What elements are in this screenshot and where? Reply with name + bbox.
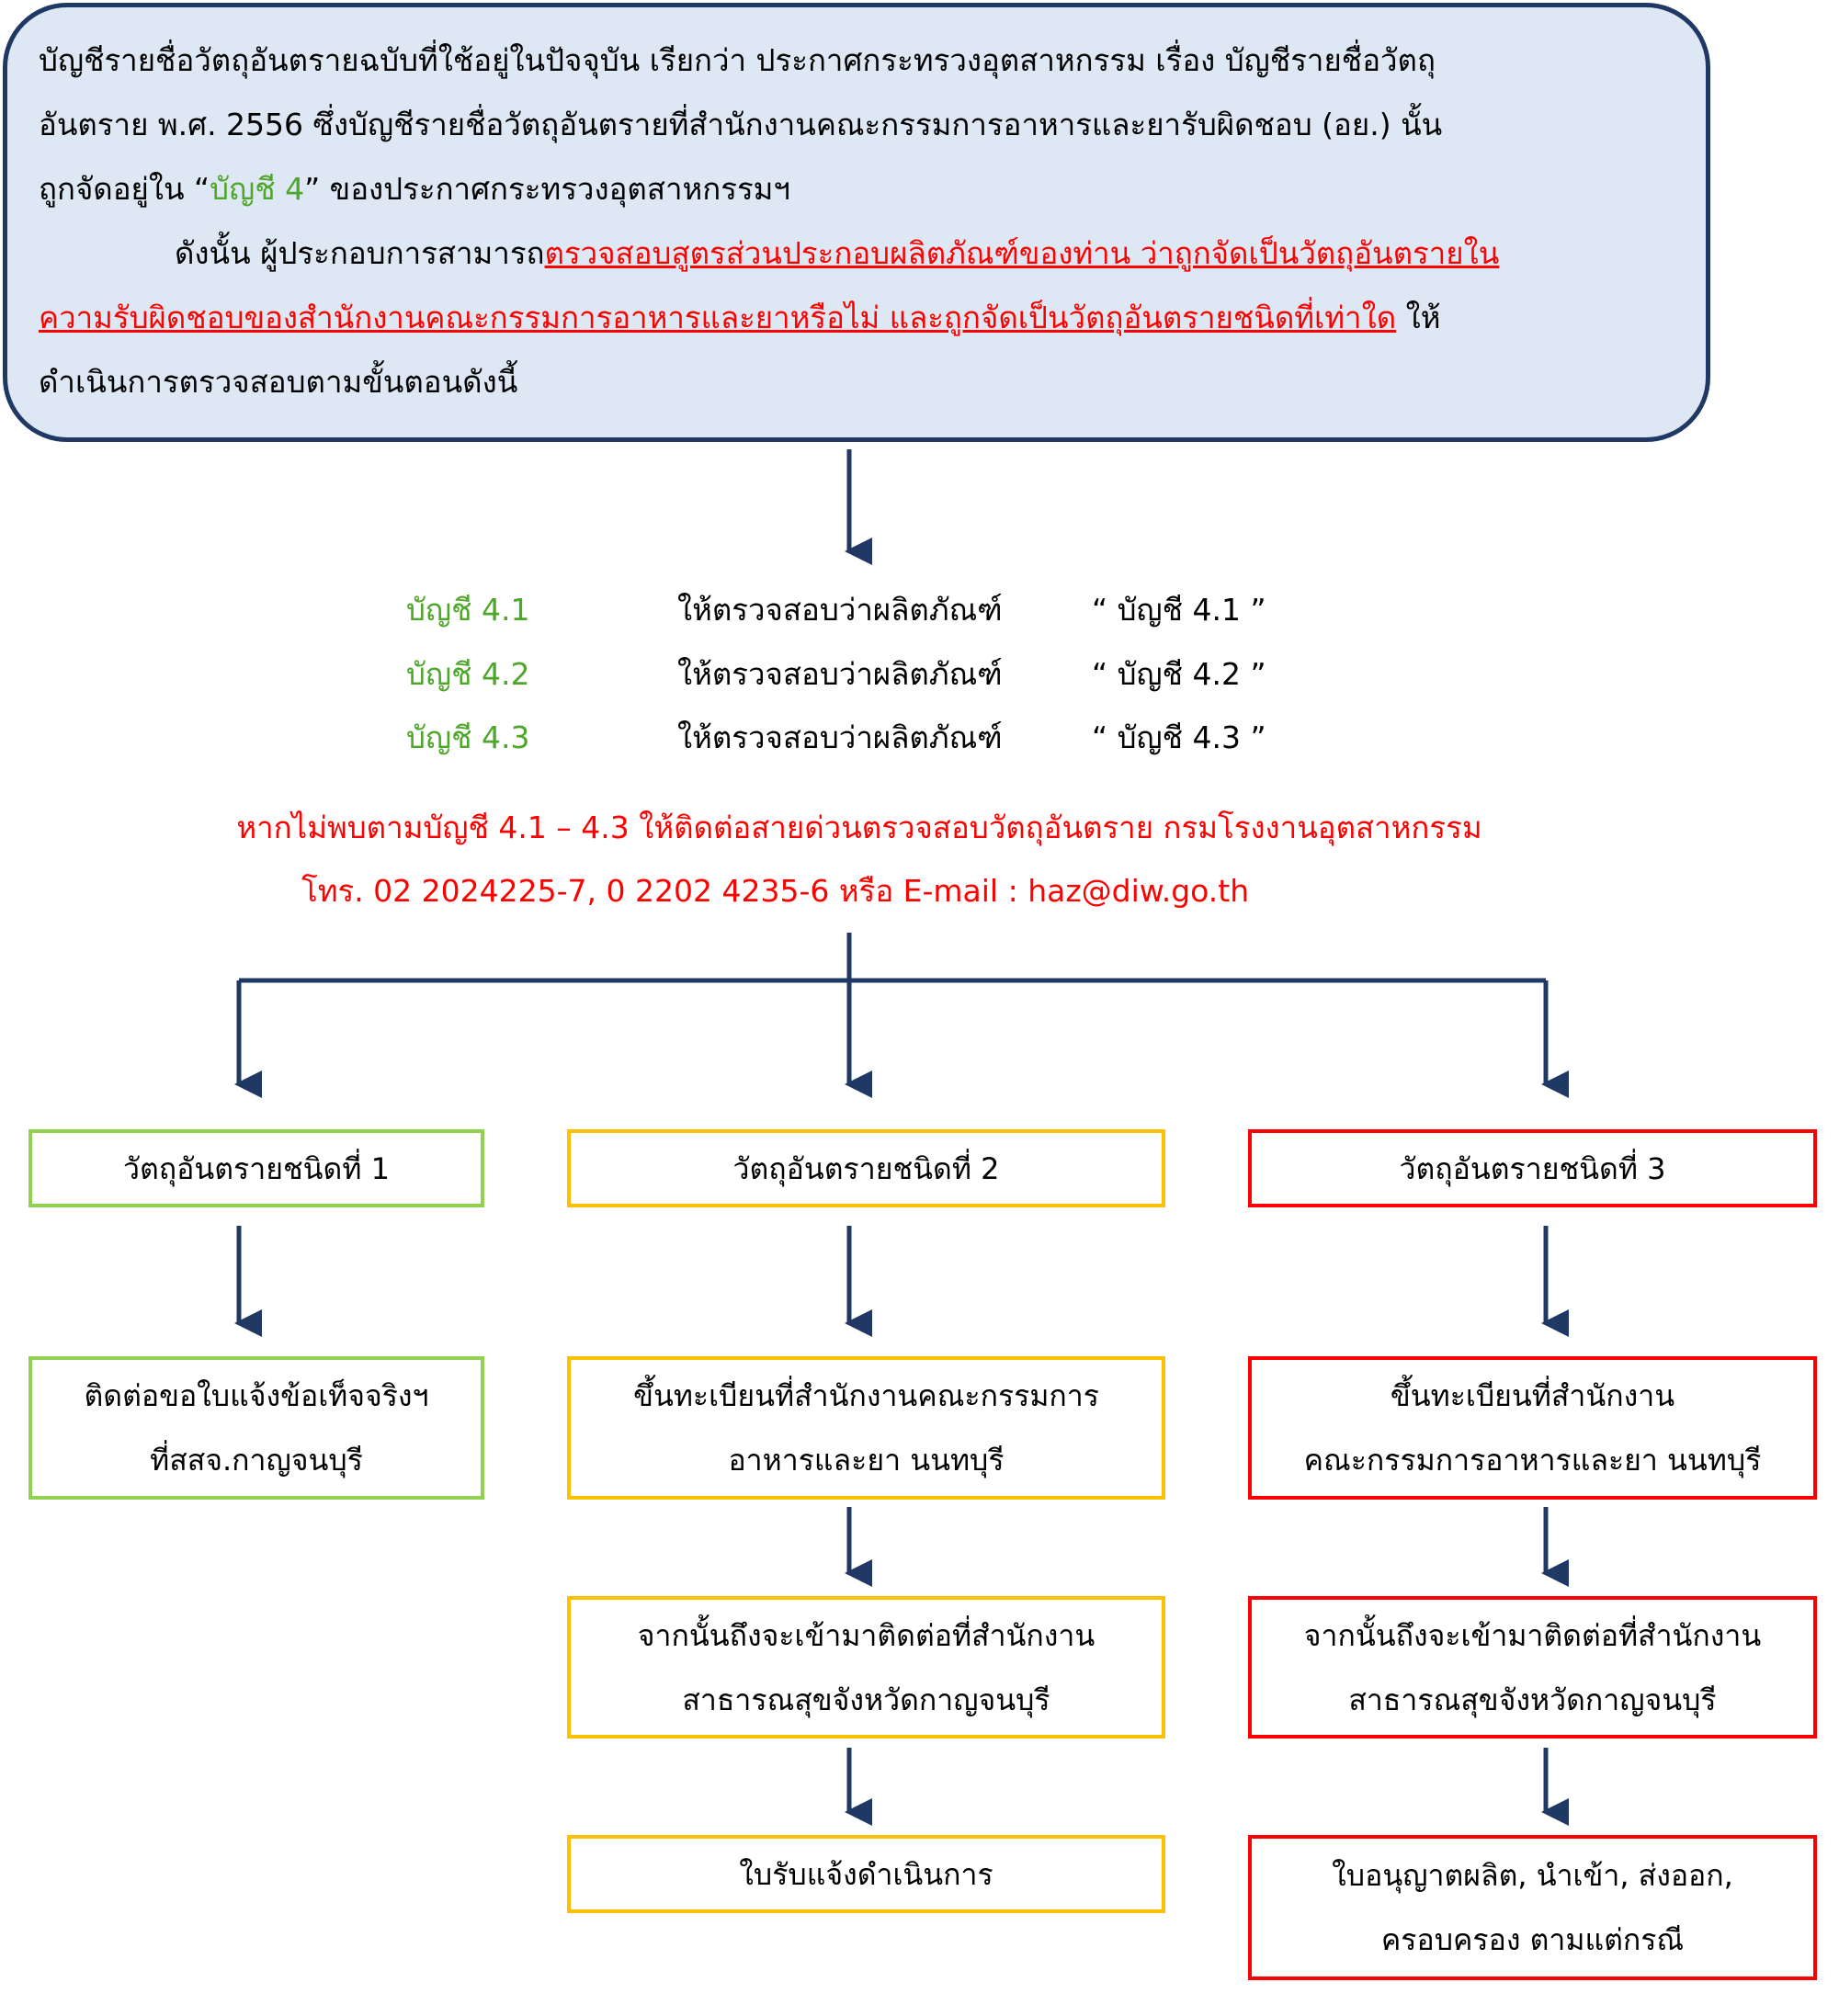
step-text: ครอบครอง ตามแต่กรณี	[1380, 1922, 1685, 1957]
step-text: ใบรับแจ้งดำเนินการ	[739, 1856, 993, 1892]
list-action: ให้ตรวจสอบว่าผลิตภัณฑ์	[677, 656, 1003, 692]
list-name: บัญชี 4.3	[406, 719, 530, 755]
type3-step3-box: ใบอนุญาตผลิต, นำเข้า, ส่งออก, ครอบครอง ตา…	[1248, 1835, 1817, 1980]
list-action: ให้ตรวจสอบว่าผลิตภัณฑ์	[677, 592, 1003, 628]
step-text: จากนั้นถึงจะเข้ามาติดต่อที่สำนักงาน	[1303, 1617, 1762, 1653]
notice-line: หากไม่พบตามบัญชี 4.1 – 4.3 ให้ติดต่อสายด…	[236, 810, 1482, 845]
type2-title-box: วัตถุอันตรายชนิดที่ 2	[567, 1129, 1165, 1207]
step-text: สาธารณสุขจังหวัดกาญจนบุรี	[1348, 1682, 1717, 1717]
intro-line: อันตราย พ.ศ. 2556 ซึ่งบัญชีรายชื่อวัตถุอ…	[39, 107, 1443, 142]
type3-title: วัตถุอันตรายชนิดที่ 3	[1399, 1150, 1666, 1186]
step-text: คณะกรรมการอาหารและยา นนทบุรี	[1303, 1443, 1762, 1478]
intro-text: ” ของประกาศกระทรวงอุตสาหกรรมฯ	[304, 171, 790, 207]
intro-line: ดำเนินการตรวจสอบตามขั้นตอนดังนี้	[39, 364, 518, 400]
emphasis-text: ตรวจสอบสูตรส่วนประกอบผลิตภัณฑ์ของท่าน ว่…	[544, 235, 1500, 271]
type3-step1-box: ขึ้นทะเบียนที่สำนักงานคณะกรรมการอาหารและ…	[1248, 1356, 1817, 1500]
intro-line: ความรับผิดชอบของสำนักงานคณะกรรมการอาหารแ…	[39, 298, 1440, 338]
step-text: จากนั้นถึงจะเข้ามาติดต่อที่สำนักงาน	[637, 1617, 1095, 1653]
step-text: ที่สสจ.กาญจนบุรี	[150, 1443, 363, 1478]
intro-text: ถูกจัดอยู่ใน “	[39, 171, 210, 207]
intro-text: ดังนั้น ผู้ประกอบการสามารถ	[175, 235, 545, 271]
list-ref: “ บัญชี 4.1 ”	[1092, 592, 1266, 628]
list-ref: “ บัญชี 4.3 ”	[1092, 719, 1266, 755]
step-text: ขึ้นทะเบียนที่สำนักงาน	[1390, 1378, 1675, 1413]
type2-title: วัตถุอันตรายชนิดที่ 2	[732, 1150, 1000, 1186]
step-text: อาหารและยา นนทบุรี	[728, 1443, 1005, 1478]
type2-step3-box: ใบรับแจ้งดำเนินการ	[567, 1835, 1165, 1913]
list-name: บัญชี 4.2	[406, 656, 530, 692]
list-4-highlight: บัญชี 4	[210, 171, 305, 207]
intro-text: ให้	[1396, 300, 1441, 335]
list-action: ให้ตรวจสอบว่าผลิตภัณฑ์	[677, 719, 1003, 755]
intro-line: ดังนั้น ผู้ประกอบการสามารถตรวจสอบสูตรส่ว…	[175, 233, 1499, 274]
step-text: ติดต่อขอใบแจ้งข้อเท็จจริงฯ	[84, 1378, 429, 1413]
notice-contact: โทร. 02 2024225-7, 0 2202 4235-6 หรือ E-…	[301, 873, 1250, 909]
step-text: ใบอนุญาตผลิต, นำเข้า, ส่งออก,	[1332, 1858, 1733, 1893]
emphasis-text: ความรับผิดชอบของสำนักงานคณะกรรมการอาหารแ…	[39, 300, 1397, 335]
type2-step2-box: จากนั้นถึงจะเข้ามาติดต่อที่สำนักงานสาธาร…	[567, 1596, 1165, 1739]
type3-step2-box: จากนั้นถึงจะเข้ามาติดต่อที่สำนักงานสาธาร…	[1248, 1596, 1817, 1739]
type1-step1-box: ติดต่อขอใบแจ้งข้อเท็จจริงฯที่สสจ.กาญจนบุ…	[28, 1356, 484, 1500]
list-name: บัญชี 4.1	[406, 592, 530, 628]
list-ref: “ บัญชี 4.2 ”	[1092, 656, 1266, 692]
type1-title: วัตถุอันตรายชนิดที่ 1	[123, 1150, 390, 1186]
type1-title-box: วัตถุอันตรายชนิดที่ 1	[28, 1129, 484, 1207]
type3-title-box: วัตถุอันตรายชนิดที่ 3	[1248, 1129, 1817, 1207]
type2-step1-box: ขึ้นทะเบียนที่สำนักงานคณะกรรมการอาหารและ…	[567, 1356, 1165, 1500]
step-text: สาธารณสุขจังหวัดกาญจนบุรี	[682, 1682, 1050, 1717]
intro-line: บัญชีรายชื่อวัตถุอันตรายฉบับที่ใช้อยู่ใน…	[39, 42, 1436, 78]
intro-line: ถูกจัดอยู่ใน “บัญชี 4” ของประกาศกระทรวงอ…	[39, 169, 790, 210]
intro-box	[3, 3, 1710, 442]
step-text: ขึ้นทะเบียนที่สำนักงานคณะกรรมการ	[633, 1378, 1099, 1413]
